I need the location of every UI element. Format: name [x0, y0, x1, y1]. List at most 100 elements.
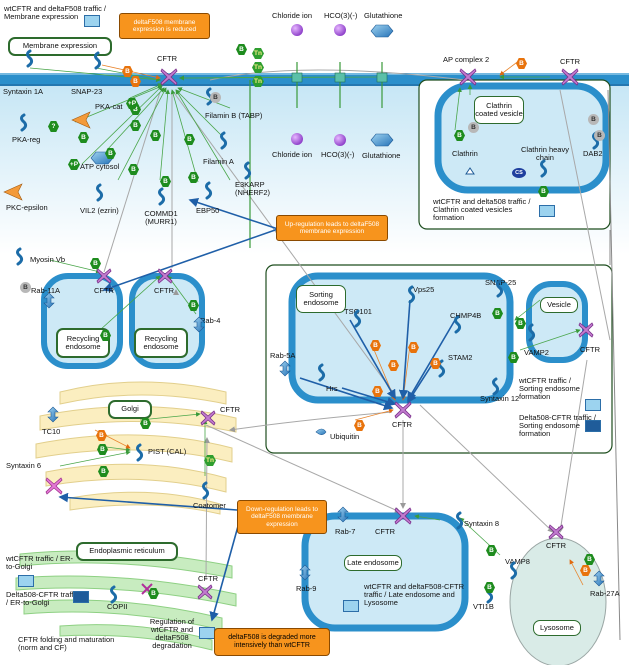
atp-cytosol-label: ATP cytosol: [80, 162, 120, 171]
binding-badge: B: [538, 186, 549, 197]
binding-badge: B: [188, 172, 199, 183]
chloride-ion-top-label: Chloride ion: [272, 11, 313, 20]
cftr-lyso-label: CFTR: [546, 541, 566, 550]
tc10-label: TC10: [42, 427, 61, 436]
chmp4b-label: CHMP4B: [450, 311, 482, 320]
note-membrane-reduced: deltaF508 membrane expression is reduced: [119, 13, 210, 39]
ap-complex2-label: AP complex 2: [443, 55, 490, 64]
cftr-sorting-label: CFTR: [392, 420, 412, 429]
pka-cat-label: PKA-cat: [95, 102, 123, 111]
clathrin-heavy-chain-label: Clathrin heavy chain: [521, 145, 569, 162]
gray-binding-badge: B: [20, 282, 31, 293]
binding-badge: B: [97, 444, 108, 455]
phosphorylation-badge: +P: [68, 159, 80, 170]
regulation-degradation-label: Regulation of wtCFTR and deltaF508 degra…: [149, 617, 195, 650]
note-degraded: deltaF508 is degraded more intensively t…: [214, 628, 330, 656]
cftr-golgi-label: CFTR: [220, 405, 240, 414]
hrs-label: Hrs: [326, 384, 338, 393]
syntaxin1a-label: Syntaxin 1A: [3, 87, 44, 96]
process-square-icon: [585, 399, 601, 411]
binding-badge: B: [130, 104, 141, 115]
note-upregulation: Up-regulation leads to deltaF508 membran…: [276, 215, 388, 241]
process-square-icon: [199, 627, 215, 639]
binding-badge: B: [236, 44, 247, 55]
transport-badge: Tn: [252, 62, 264, 73]
binding-badge: B: [130, 120, 141, 131]
sorting-endosome-membrane: [288, 272, 514, 404]
cftr-top-right-label: CFTR: [560, 57, 580, 66]
snap25-label: SNAP-25: [485, 278, 517, 287]
cftr-vesicle-label: CFTR: [580, 345, 600, 354]
hco3-top-label: HCO(3)(-): [324, 11, 358, 20]
syntaxin8-label: Syntaxin 8: [464, 519, 500, 528]
binding-badge: B: [484, 582, 495, 593]
process-square-icon: [84, 15, 100, 27]
regulation-badge: B: [388, 360, 399, 371]
cftr-rec2-label: CFTR: [154, 286, 174, 295]
gray-binding-badge: B: [210, 92, 221, 103]
process-square-dark-icon: [585, 420, 601, 432]
syntaxin12-label: Syntaxin 12: [480, 394, 520, 403]
binding-badge: B: [148, 588, 159, 599]
binding-badge: B: [515, 318, 526, 329]
process-square-icon: [539, 205, 555, 217]
process-square-dark-icon: [73, 591, 89, 603]
dab2-label: DAB2: [583, 149, 603, 158]
endoplasmic-reticulum-label: Endoplasmic reticulum: [76, 542, 178, 561]
glutathione-bottom-label: Glutathione: [362, 151, 401, 160]
copii-label: COPII: [107, 602, 128, 611]
binding-badge: B: [492, 308, 503, 319]
regulation-badge: B: [430, 358, 441, 369]
binding-badge: B: [584, 554, 595, 565]
vil2-label: VIL2 (ezrin): [80, 206, 119, 215]
binding-badge: B: [98, 466, 109, 477]
delta-sorting-traffic-label: Delta508-CFTR traffic / Sorting endosome…: [519, 413, 596, 438]
rab5a-label: Rab-5A: [270, 351, 296, 360]
cftr-top-label: CFTR: [157, 54, 177, 63]
note-downregulation: Down-regulation leads to deltaF508 membr…: [237, 500, 327, 534]
process-square-icon: [343, 600, 359, 612]
recycling-endosome2-label: Recycling endosome: [134, 328, 188, 358]
gray-binding-badge: B: [588, 114, 599, 125]
regulation-badge: B: [96, 430, 107, 441]
cftr-er-label: CFTR: [198, 574, 218, 583]
cftr-late-label: CFTR: [375, 527, 395, 536]
filamin-b-label: Filamin B (TABP): [205, 111, 263, 120]
stam2-label: STAM2: [448, 353, 473, 362]
binding-badge: B: [160, 176, 171, 187]
regulation-badge: B: [122, 66, 133, 77]
pist-label: PIST (CAL): [148, 447, 187, 456]
binding-badge: B: [184, 134, 195, 145]
pka-reg-label: PKA-reg: [12, 135, 41, 144]
regulation-badge: B: [408, 342, 419, 353]
cftr-rec1-label: CFTR: [94, 286, 114, 295]
clathrin-traffic-label: wtCFTR and delta508 traffic / Clathrin c…: [433, 197, 531, 222]
rab7-label: Rab-7: [335, 527, 356, 536]
lysosome-label: Lysosome: [533, 620, 581, 636]
transport-badge: Tn: [252, 76, 264, 87]
vesicle-label: Vesicle: [540, 297, 578, 313]
pkc-epsilon-label: PKC-epsilon: [6, 203, 48, 212]
regulation-badge: B: [354, 420, 365, 431]
rab11a-label: Rab-11A: [31, 286, 61, 295]
binding-badge: B: [105, 148, 116, 159]
golgi-label: Golgi: [108, 400, 152, 419]
regulation-badge: B: [370, 340, 381, 351]
coatomer-label: Coatomer: [193, 501, 226, 510]
binding-badge: B: [454, 130, 465, 141]
phosphorylation-badge: +P: [126, 98, 138, 109]
myosin-vb-label: Myosin Vb: [30, 255, 66, 264]
gray-binding-badge: B: [468, 122, 479, 133]
binding-badge: B: [486, 545, 497, 556]
recycling-endosome1-label: Recycling endosome: [56, 328, 110, 358]
rab9-label: Rab-9: [296, 584, 317, 593]
glutathione-top-label: Glutathione: [364, 11, 403, 20]
transport-badge: Tn: [252, 48, 264, 59]
binding-badge: B: [78, 132, 89, 143]
regulation-badge: B: [130, 76, 141, 87]
vti1b-label: VTI1B: [473, 602, 494, 611]
delta-er-golgi-label: Delta508-CFTR traffic / ER-to-Golgi: [6, 590, 79, 607]
vamp2-label: VAMP2: [524, 348, 549, 357]
regulation-badge: B: [580, 565, 591, 576]
